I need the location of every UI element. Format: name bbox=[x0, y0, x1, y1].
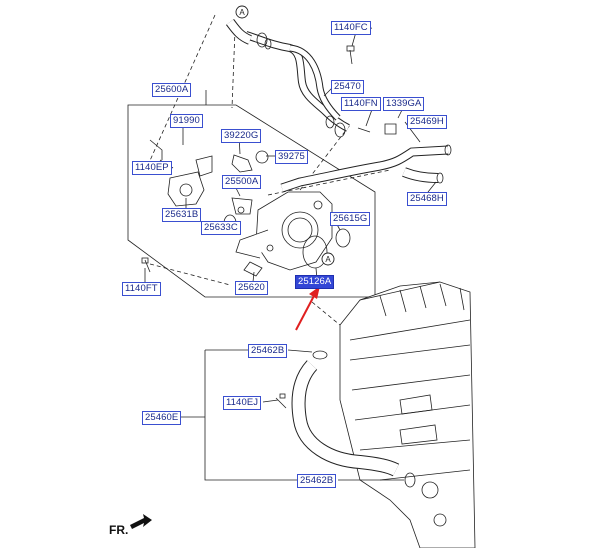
hose-group-bracket bbox=[204, 350, 300, 481]
bolt-1140EJ bbox=[275, 397, 287, 409]
water-outlet-housing bbox=[255, 191, 333, 271]
part-label-25620[interactable]: 25620 bbox=[235, 281, 268, 295]
engine-block bbox=[339, 281, 476, 549]
part-label-91990[interactable]: 91990 bbox=[170, 114, 203, 128]
clamp-1339GA bbox=[384, 123, 397, 135]
part-label-1140EJ[interactable]: 1140EJ bbox=[223, 396, 262, 410]
part-label-25462B-bottom[interactable]: 25462B bbox=[297, 474, 337, 488]
bolt-1140FN bbox=[357, 127, 371, 133]
temperature-sensor bbox=[231, 154, 253, 173]
part-label-25615G[interactable]: 25615G bbox=[330, 212, 371, 226]
part-label-25633C[interactable]: 25633C bbox=[201, 221, 241, 235]
part-label-25600A[interactable]: 25600A bbox=[152, 83, 192, 97]
part-label-1140FN[interactable]: 1140FN bbox=[341, 97, 381, 111]
o-ring-25615G bbox=[335, 228, 351, 248]
dashed-leader bbox=[147, 14, 216, 166]
part-label-1339GA[interactable]: 1339GA bbox=[383, 97, 425, 111]
part-label-25469H[interactable]: 25469H bbox=[407, 115, 447, 129]
part-label-39220G[interactable]: 39220G bbox=[221, 129, 262, 143]
bolt-1140FT bbox=[144, 259, 151, 273]
thermostat bbox=[231, 197, 253, 215]
reference-marker-a-label: A bbox=[325, 255, 331, 264]
front-direction-arrow-icon bbox=[130, 514, 152, 529]
gasket-25126A bbox=[302, 235, 328, 269]
dashed-leader bbox=[149, 263, 231, 286]
part-label-25460E[interactable]: 25460E bbox=[142, 411, 182, 425]
part-label-25126A-highlighted[interactable]: 25126A bbox=[295, 275, 335, 289]
reference-marker-a bbox=[235, 5, 249, 19]
part-label-1140FC[interactable]: 1140FC bbox=[331, 21, 371, 35]
reference-marker-a bbox=[321, 252, 335, 266]
o-ring-39275 bbox=[255, 150, 269, 164]
fitting-25631B bbox=[167, 171, 205, 207]
part-label-25462B-top[interactable]: 25462B bbox=[248, 344, 288, 358]
bolt-1140FC bbox=[349, 49, 353, 65]
part-label-39275[interactable]: 39275 bbox=[275, 150, 308, 164]
o-ring-lower bbox=[404, 472, 416, 488]
part-label-25631B[interactable]: 25631B bbox=[162, 208, 202, 222]
part-label-1140FT[interactable]: 1140FT bbox=[122, 282, 161, 296]
part-label-25470[interactable]: 25470 bbox=[331, 80, 364, 94]
dashed-leader bbox=[311, 301, 341, 326]
highlight-arrow bbox=[295, 291, 317, 331]
o-ring-upper bbox=[312, 350, 328, 360]
part-label-25468H[interactable]: 25468H bbox=[407, 192, 447, 206]
part-label-1140EP[interactable]: 1140EP bbox=[132, 161, 172, 175]
part-label-25500A[interactable]: 25500A bbox=[222, 175, 262, 189]
bolt-1140EP bbox=[149, 139, 163, 160]
front-direction-label: FR. bbox=[109, 523, 129, 537]
dashed-leader bbox=[231, 29, 236, 109]
reference-marker-a-label: A bbox=[239, 8, 245, 17]
highlight-arrow-head bbox=[309, 286, 320, 299]
